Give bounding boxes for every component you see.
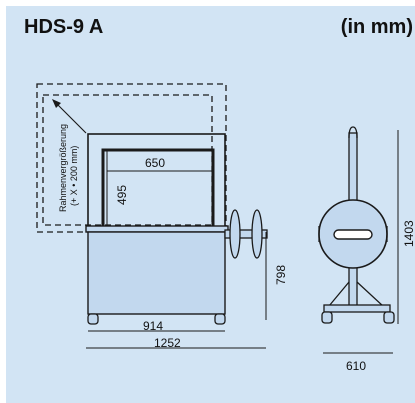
dim-overall-width: 1252 [154, 336, 181, 350]
side-foot-right [383, 311, 395, 324]
dim-frame-width: 650 [145, 156, 165, 170]
side-foot-left [321, 311, 333, 324]
side-reel-handle [333, 229, 373, 240]
wheel-right [214, 313, 226, 325]
enlargement-value: (+ X • 200 mm) [69, 146, 79, 206]
wheel-left [87, 313, 99, 325]
arch-frame-inner [101, 148, 215, 226]
model-title: HDS-9 A [24, 16, 104, 38]
reel-axle [224, 229, 268, 239]
dim-frame-height: 495 [115, 185, 129, 205]
dim-base-width: 914 [143, 319, 163, 333]
machine-body [87, 231, 226, 315]
dim-side-depth: 610 [346, 359, 366, 373]
side-brace-right [356, 281, 384, 307]
unit-title: (in mm) [340, 16, 413, 38]
reel-disc-1 [229, 209, 241, 259]
side-brace-left [328, 281, 350, 307]
reel-disc-2 [251, 209, 263, 259]
dim-side-height: 1403 [402, 220, 415, 247]
dim-table-height: 798 [274, 265, 288, 285]
enlargement-label: Rahmenvergrößerung [58, 124, 68, 212]
enlargement-arrow [55, 102, 87, 134]
arch-frame-outer [87, 133, 226, 231]
side-base-bar [323, 304, 391, 313]
side-top-hook [348, 126, 358, 139]
arrow-head [52, 99, 61, 108]
table-top [85, 225, 229, 233]
